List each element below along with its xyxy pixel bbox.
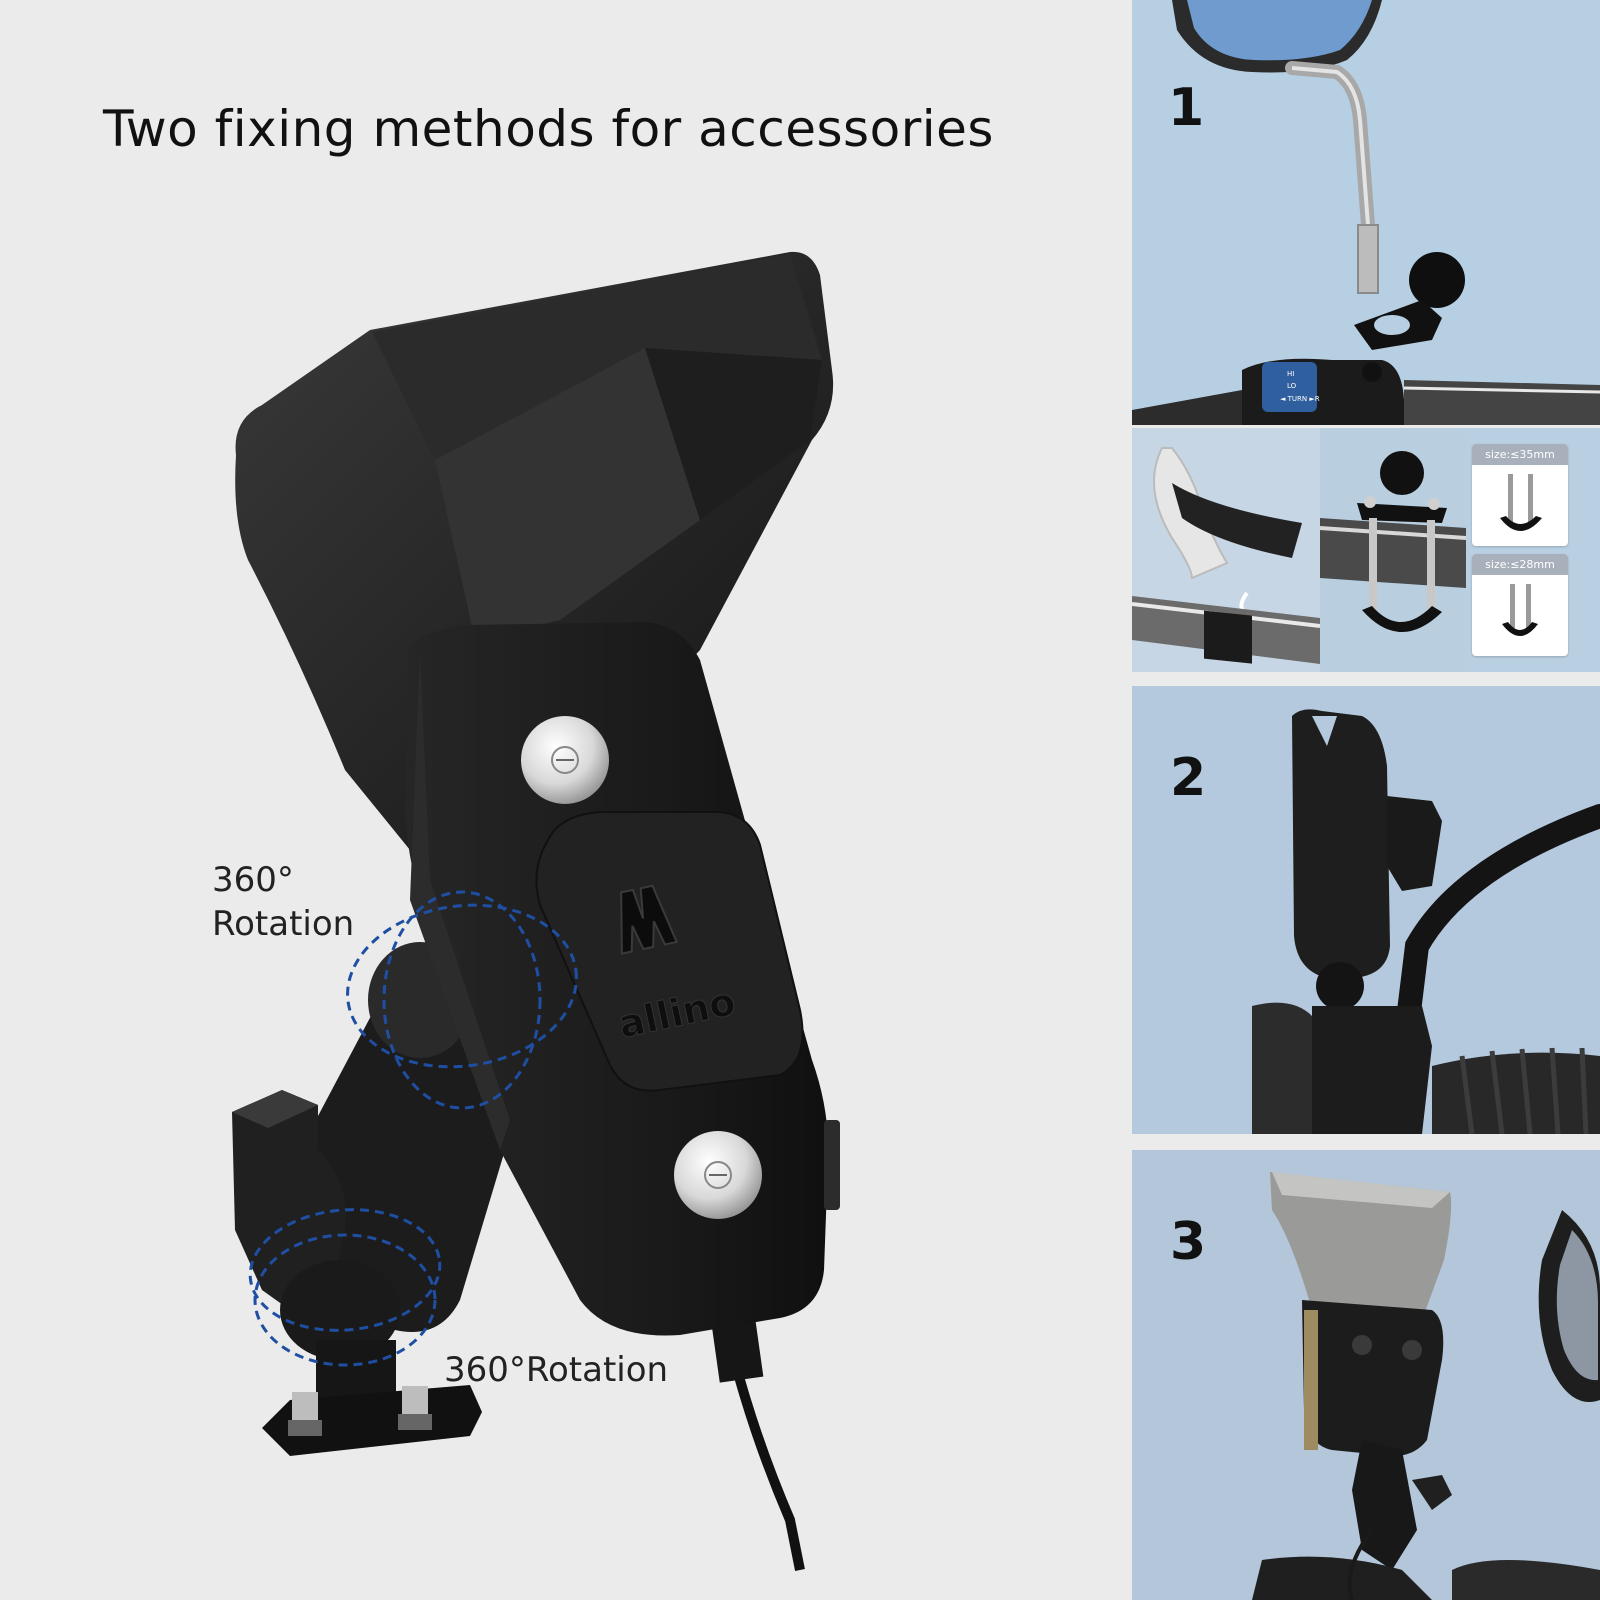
step-2-number: 2 <box>1170 748 1207 808</box>
rotation-degrees: 360° <box>212 860 294 900</box>
size-card-35mm: size:≤35mm <box>1472 444 1568 546</box>
upper-rotation-indicator <box>346 890 578 1110</box>
rotation-word: Rotation <box>212 904 355 945</box>
logo-pad <box>535 811 804 1092</box>
size-label: size:≤28mm <box>1472 554 1568 575</box>
page-title: Two fixing methods for accessories <box>103 100 994 158</box>
allino-logo-icon <box>620 884 679 955</box>
sun-visor <box>235 251 834 850</box>
lower-rotation-indicator <box>248 1208 442 1367</box>
phone-mount-illustration: allino <box>232 251 840 1571</box>
holder-mounted-photo <box>1132 1150 1600 1600</box>
size-label: size:≤35mm <box>1472 444 1568 465</box>
step-3-number: 3 <box>1170 1212 1207 1272</box>
mirror-icon <box>1172 0 1382 73</box>
step-1-detail-panel: size:≤35mm size:≤28mm <box>1132 428 1600 672</box>
step-1-panel: HI LO ◄ TURN ►R 1 <box>1132 0 1600 425</box>
mirror-adapter-photo: HI LO ◄ TURN ►R <box>1132 0 1600 425</box>
product-section: Two fixing methods for accessories <box>103 100 994 1571</box>
mount-base-plate <box>262 1385 482 1456</box>
lo-label: LO <box>1287 382 1297 390</box>
clamp-options-photo <box>1132 428 1467 672</box>
ball-arm-install-photo <box>1132 686 1600 1134</box>
u-bolt-icon <box>1502 584 1538 636</box>
step-3-panel: 3 <box>1132 1150 1600 1600</box>
power-cable <box>730 1309 805 1571</box>
installation-steps: HI LO ◄ TURN ►R 1 <box>1132 0 1600 1600</box>
step-1-number: 1 <box>1168 78 1205 138</box>
size-card-28mm: size:≤28mm <box>1472 554 1568 656</box>
holder-body <box>405 622 840 1336</box>
upper-rotation-label: 360°Rotation <box>212 858 354 946</box>
lower-rotation-label: 360°Rotation <box>444 1350 669 1390</box>
turn-label: ◄ TURN ►R <box>1280 395 1320 403</box>
u-bolt-icon <box>1500 474 1542 531</box>
step-2-panel: 2 <box>1132 686 1600 1134</box>
hi-label: HI <box>1287 370 1294 378</box>
